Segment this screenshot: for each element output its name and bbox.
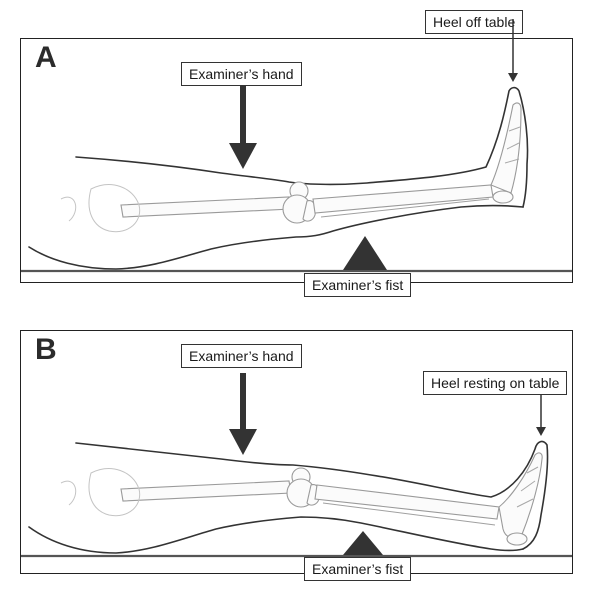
heel-off-table-label: Heel off table — [425, 10, 524, 34]
panel-a-heel-off-table: A Examiner’s hand Examiner’s fist — [20, 19, 573, 297]
tibia — [312, 184, 494, 214]
leg-outline-bottom — [28, 516, 524, 554]
leg-diagram-b — [21, 373, 572, 558]
heel-resting-on-table-label: Heel resting on table — [423, 371, 568, 395]
heel-arrow-head — [536, 427, 546, 436]
foot-bones — [498, 452, 543, 540]
panel-b-letter: B — [35, 333, 57, 366]
examiner-fist-label: Examiner’s fist — [304, 273, 412, 297]
pelvis-contour — [88, 468, 141, 517]
fibula — [320, 198, 490, 218]
fibula — [322, 502, 496, 526]
foot-bones — [490, 102, 522, 194]
leg-diagram-a — [21, 19, 572, 273]
examiner-fist-wedge — [343, 236, 387, 270]
pelvis-contour — [88, 184, 141, 233]
panel-a-letter: A — [35, 41, 57, 74]
examiner-fist-label: Examiner’s fist — [304, 557, 412, 581]
femur — [120, 196, 292, 218]
examiner-hand-arrow-head — [229, 429, 257, 455]
examiner-hand-label: Examiner’s hand — [181, 344, 302, 368]
examiner-hand-label: Examiner’s hand — [181, 62, 302, 86]
tibia — [314, 484, 500, 520]
leg-outline-top — [75, 86, 529, 208]
leg-outline-top — [75, 440, 549, 550]
femur — [120, 480, 292, 502]
leg-outline-bottom — [28, 204, 524, 270]
panel-b-heel-resting-on-table: B Examiner’s hand Heel resting on t — [20, 330, 573, 581]
examiner-hand-arrow-head — [229, 143, 257, 169]
heel-arrow-head — [508, 73, 518, 82]
examiner-fist-wedge — [343, 531, 383, 555]
